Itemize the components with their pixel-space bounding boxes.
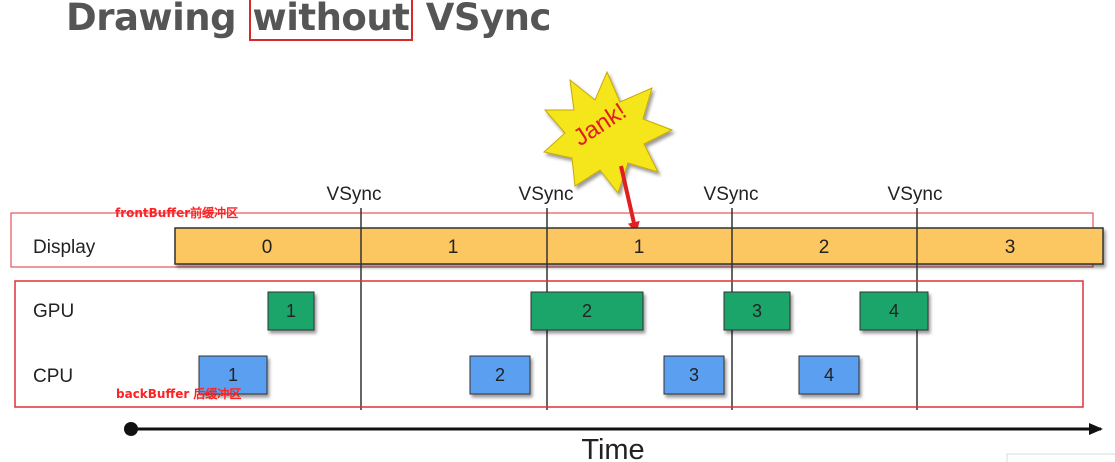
corner-fragment	[1006, 453, 1115, 462]
vsync-label-1: VSync	[327, 184, 382, 205]
display-row-label: Display	[33, 237, 96, 258]
display-bar	[174, 227, 1104, 265]
gpu-row-label: GPU	[33, 301, 74, 322]
gpu-frame-3: 3	[752, 301, 762, 321]
gpu-frame-1: 1	[286, 301, 296, 321]
vsync-label-4: VSync	[888, 184, 943, 205]
title-suffix: VSync	[425, 0, 552, 39]
gpu-frame-box-1	[267, 291, 315, 331]
back-buffer-annotation: backBuffer 后缓冲区	[116, 386, 241, 401]
gpu-frame-box-3	[723, 291, 791, 331]
jank-burst-shape	[542, 70, 674, 195]
cpu-frame-1: 1	[228, 365, 238, 385]
display-frame-0: 0	[262, 237, 273, 258]
cpu-frame-2: 2	[495, 365, 505, 385]
display-frame-3: 2	[819, 237, 830, 258]
gpu-frame-box-4	[859, 291, 929, 331]
gpu-frame-2: 2	[582, 301, 592, 321]
cpu-row-label: CPU	[33, 366, 73, 387]
display-frame-2: 1	[634, 237, 645, 258]
cpu-frame-box-4	[798, 355, 860, 395]
time-label: Time	[581, 434, 644, 462]
display-frame-4: 3	[1005, 237, 1016, 258]
gpu-frame-box-2	[530, 291, 644, 331]
cpu-frame-3: 3	[689, 365, 699, 385]
back-buffer-outline	[14, 280, 1084, 408]
display-frame-1: 1	[448, 237, 459, 258]
cpu-frame-box-1	[198, 355, 268, 395]
cpu-frame-box-2	[469, 355, 531, 395]
gpu-frame-4: 4	[889, 301, 899, 321]
cpu-frame-4: 4	[824, 365, 834, 385]
page-title: Drawing without VSync	[66, 0, 552, 41]
title-highlight: without	[248, 0, 414, 41]
title-prefix: Drawing	[66, 0, 237, 39]
vsync-label-2: VSync	[519, 184, 574, 205]
jank-arrow	[619, 165, 640, 234]
cpu-frame-box-3	[663, 355, 725, 395]
vsync-label-3: VSync	[704, 184, 759, 205]
